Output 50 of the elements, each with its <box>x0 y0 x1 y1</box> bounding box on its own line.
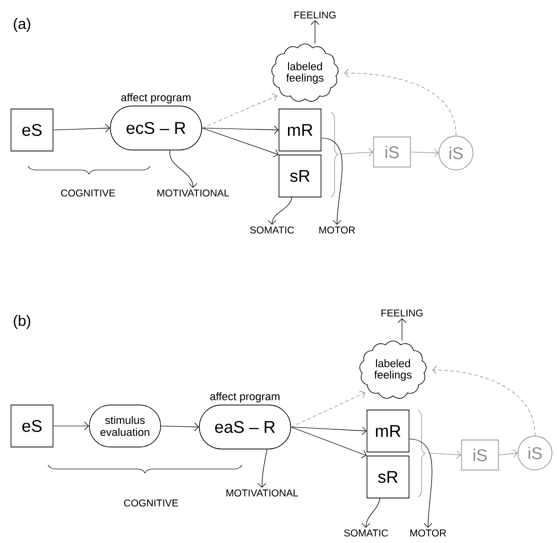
node-caption: affect program <box>121 93 190 104</box>
arrow <box>170 150 198 188</box>
process-box: sR <box>366 456 410 498</box>
arrow <box>340 148 374 157</box>
node-label: MOTIVATIONAL <box>226 489 298 497</box>
arrow <box>160 422 199 432</box>
arrow <box>258 449 268 488</box>
process-box: sR <box>278 154 322 198</box>
panel-label: (a) <box>14 18 30 32</box>
node-label: FEELING <box>382 309 423 317</box>
node-label: MOTOR <box>410 529 446 537</box>
arrow <box>498 449 518 458</box>
process-box: eS <box>10 404 54 448</box>
circle-node: iS <box>438 136 474 170</box>
arrow <box>202 128 279 158</box>
arrow <box>290 426 367 458</box>
arrow <box>432 366 536 436</box>
arrow <box>362 498 380 528</box>
arrow <box>321 138 342 225</box>
arrow <box>410 148 439 158</box>
arrow <box>290 426 367 436</box>
rounded-box: stimulus evaluation <box>88 404 162 448</box>
arrow <box>409 438 432 528</box>
arrow <box>428 450 462 460</box>
arrow <box>53 422 89 430</box>
rounded-box: eaS – R <box>198 404 292 450</box>
panel-label: (b) <box>14 315 30 329</box>
arrow <box>202 93 278 128</box>
brace-label: COGNITIVE <box>124 499 178 507</box>
brace-label: COGNITIVE <box>61 189 115 197</box>
arrow <box>53 124 110 132</box>
node-label: MOTIVATIONAL <box>157 189 230 197</box>
process-box: iS <box>461 440 499 470</box>
process-box: mR <box>366 410 410 452</box>
process-box: mR <box>278 108 322 152</box>
node-label: FEELING <box>294 11 336 19</box>
node-label: MOTOR <box>319 226 355 234</box>
arrow <box>290 390 366 428</box>
arrow <box>268 197 292 225</box>
process-box: iS <box>373 136 411 168</box>
node-label: SOMATIC <box>344 529 388 537</box>
arrow <box>344 68 456 136</box>
rounded-box: ecS – R <box>110 106 202 150</box>
arrow <box>310 20 320 44</box>
node-label: SOMATIC <box>250 226 294 234</box>
circle-node: iS <box>518 436 552 470</box>
arrow <box>398 318 406 341</box>
process-box: eS <box>10 108 54 152</box>
arrow <box>202 126 279 134</box>
node-caption: affect program <box>210 392 280 402</box>
